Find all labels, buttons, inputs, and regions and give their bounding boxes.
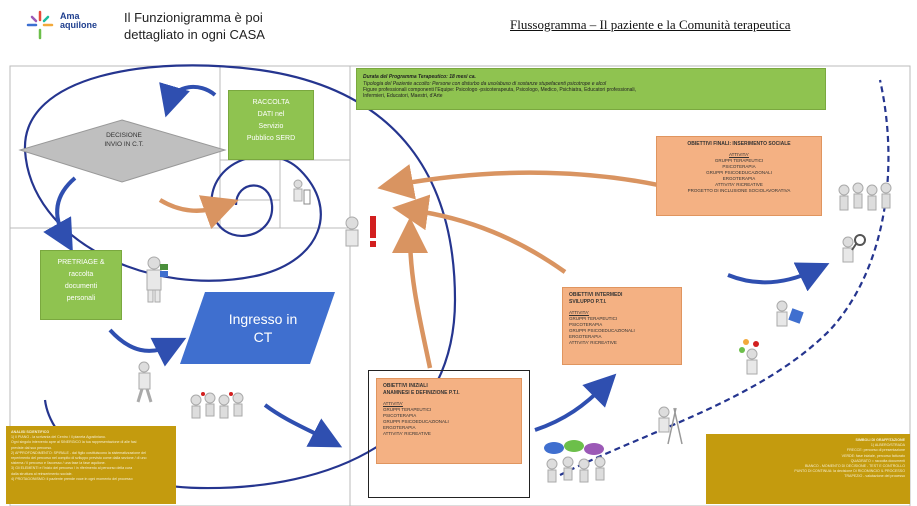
logo-line1: Ama (60, 11, 80, 21)
iniziali-heading2: ANAMNESI E DEFINIZIONE P.T.I. (383, 390, 460, 396)
legend-right-line: TRAPEZIO - valutazione del processo (844, 474, 905, 479)
ingresso-shape (180, 292, 335, 364)
logo-line2: aquilone (60, 20, 98, 30)
pretriage-line1: PRETRIAGE & (57, 259, 105, 266)
legend-left-line: dalla struttura al reinserimento sociale… (11, 471, 73, 476)
decision-line2: INVIO IN C.T. (104, 141, 144, 148)
iniziali-item: ERGOTERAPIA (383, 425, 416, 430)
finali-item: PSICOTERAPIA (722, 164, 756, 169)
iniziali-item: ATTIVITA' RICREATIVE (383, 431, 431, 436)
intermedi-heading2: SVILUPPO P.T.I. (569, 299, 607, 305)
legend-right-line: 1) ALBERO/STRADA (870, 443, 905, 448)
intermedi-item: PSICOTERAPIA (569, 322, 603, 327)
ingresso-node: Ingresso in CT (178, 292, 336, 364)
logo (22, 8, 102, 42)
speech-bubbles-icon (544, 440, 606, 483)
ingresso-label: Ingresso in CT (218, 310, 308, 346)
info-line2: Tipologia del Paziente accolto: Persone … (363, 81, 607, 87)
program-info-box: Durata del Programma Terapeutico: 18 mes… (356, 68, 826, 110)
raccolta-line1: RACCOLTA (252, 99, 290, 106)
intermedi-item: ERGOTERAPIA (569, 334, 602, 339)
person-exclamation-icon (345, 216, 376, 247)
person-ladder-icon (293, 179, 311, 205)
iniziali-activities-label: ATTIVITA' (383, 401, 403, 406)
kite-logo-icon (26, 10, 54, 40)
legend-right-box: SIMBOLI DI GRAFFITAZIONE 1) ALBERO/STRAD… (706, 434, 910, 504)
blue-arrows (43, 82, 830, 448)
legend-right-line: PUNTO DI CONTINUA: la decisione DI RICOM… (794, 469, 905, 474)
legend-left-line: 2) APPROFONDIMENTO: SPIRALE - dal figlio… (11, 450, 146, 455)
pretriage-box: PRETRIAGE & raccolta documenti personali (40, 250, 122, 320)
person-books-icon (146, 256, 168, 303)
obiettivi-intermedi-box: OBIETTIVI INTERMEDI SVILUPPO P.T.I. ATTI… (562, 287, 682, 365)
iniziali-item: GRUPPI PSICOEDUCAZIONALI (383, 419, 449, 424)
people-group-icon (190, 392, 244, 419)
intermedi-item: GRUPPI TERAPEUTICI (569, 316, 618, 321)
legend-left-line: reperimento del percorso nel compito di … (11, 456, 147, 461)
decision-diamond (18, 119, 227, 183)
info-line4: Infermieri, Educatori, Maestri, d'Arte (363, 93, 443, 99)
page-title: Flussogramma – Il paziente e la Comunità… (510, 17, 791, 32)
subtitle-line2: dettagliato in ogni CASA (124, 27, 265, 42)
subtitle-line1: Il Funzionigramma è poi (124, 10, 263, 25)
logo-text: Ama aquilone (60, 12, 97, 30)
obiettivi-finali-box: OBIETTIVI FINALI: INSERIMENTO SOCIALE AT… (656, 136, 822, 216)
decision-line1: DECISIONE (106, 132, 142, 139)
iniziali-item: GRUPPI TERAPEUTICI (383, 407, 432, 412)
finali-item: ATTIVITA' RICREATIVE (715, 182, 763, 187)
finali-item: ERGOTERAPIA (722, 176, 756, 181)
page-subtitle: Il Funzionigramma è poi dettagliato in o… (124, 9, 354, 43)
finali-activities-label: ATTIVITA' (729, 152, 749, 157)
legend-left-box: ANALISI SCIENTIFICO 1) Il PIANO - la scr… (6, 426, 176, 504)
raccolta-line2: DATI nel (257, 111, 285, 118)
finali-heading: OBIETTIVI FINALI: INSERIMENTO SOCIALE (687, 141, 791, 147)
legend-right-line: FRECCE: percorso di presentazione (846, 448, 905, 453)
pretriage-line4: personali (66, 295, 96, 302)
raccolta-line4: Pubblico SERD (246, 135, 296, 142)
legend-right-line: QUADRATO = raccolta documenti (850, 458, 905, 463)
finali-item: GRUPPI TERAPEUTICI (714, 158, 764, 163)
legend-left-line: previste dal suo percorso. (11, 445, 53, 450)
info-line3: Figure professionali componenti l'Equipe… (363, 87, 637, 93)
ingresso-line2: CT (253, 329, 273, 345)
pretriage-line2: raccolta (68, 271, 94, 278)
obiettivi-iniziali-frame (368, 370, 530, 498)
intermedi-item: GRUPPI PSICOEDUCAZIONALI (569, 328, 635, 333)
legend-left-line: sistema / il percorso e l'accesso / una … (11, 461, 106, 466)
pretriage-line3: documenti (64, 283, 98, 290)
person-walking-icon (739, 339, 759, 375)
orange-arrows (158, 164, 681, 369)
finali-item: GRUPPI PSICOEDUCAZIONALI (706, 170, 772, 175)
legend-right-line: SIMBOLI DI GRAFFITAZIONE (855, 438, 905, 442)
legend-left-line: Ogni singolo intervento apre al SINERGIC… (11, 440, 137, 445)
person-ladder-icon (658, 406, 683, 445)
legend-left-line: 3) Gli ELEMENTI e l'inizio del percorso … (11, 466, 133, 471)
legend-left-line: 1) Il PIANO - la scrivania del Centro / … (11, 435, 106, 440)
person-walking-icon (136, 361, 153, 403)
legend-right-line: VERDE: fase iniziale, percorso fatturato (841, 453, 905, 458)
raccolta-dati-box: RACCOLTA DATI nel Servizio Pubblico SERD (228, 90, 314, 160)
iniziali-heading1: OBIETTIVI INIZIALI (383, 383, 428, 389)
person-magnifier-icon (842, 234, 866, 263)
decision-label: DECISIONE INVIO IN C.T. (84, 131, 164, 149)
info-line1: Durata del Programma Terapeutico: 18 mes… (363, 74, 476, 80)
legend-right-line: BIANCO - MOMENTO DI DECISIONE - TEST E C… (804, 464, 905, 469)
intermedi-item: ATTIVITA' RICREATIVE (569, 340, 617, 345)
raccolta-line3: Servizio (258, 123, 284, 130)
legend-left-line: ANALISI SCIENTIFICO (11, 430, 50, 434)
iniziali-item: PSICOTERAPIA (383, 413, 417, 418)
ingresso-line1: Ingresso in (228, 311, 298, 327)
legend-left-line: 4) PROTAGONISMO: il paziente prende voce… (11, 476, 133, 481)
people-puzzle-icon (776, 300, 804, 327)
intermedi-heading1: OBIETTIVI INTERMEDI (569, 292, 623, 298)
finali-item: PROGETTO DI INCLUSIONE SOCIOLAVORATIVA (687, 188, 791, 193)
obiettivi-iniziali-box: OBIETTIVI INIZIALI ANAMNESI E DEFINIZION… (376, 378, 522, 464)
people-group-icon (838, 182, 892, 211)
intermedi-activities-label: ATTIVITA' (569, 310, 589, 315)
